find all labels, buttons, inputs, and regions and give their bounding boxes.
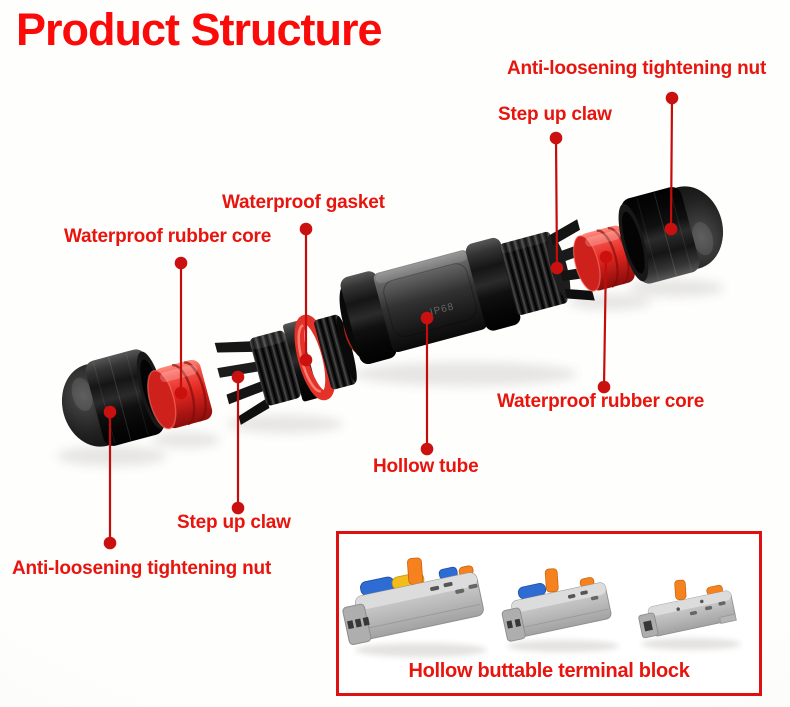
terminal-box-caption: Hollow buttable terminal block — [408, 660, 690, 682]
label-core-right: Waterproof rubber core — [497, 391, 705, 412]
callout-claw-bottom — [231, 370, 245, 515]
terminal-block-1way — [638, 579, 737, 639]
terminal-block-box: Hollow buttable terminal block — [336, 531, 762, 696]
callout-tube — [420, 311, 434, 456]
label-gasket: Waterproof gasket — [222, 192, 385, 213]
label-claw-top: Step up claw — [498, 104, 612, 125]
callout-core-right — [597, 250, 613, 394]
label-core-left: Waterproof rubber core — [64, 226, 272, 247]
callout-claw-top — [549, 131, 564, 275]
terminal-block-3way — [342, 557, 484, 645]
callout-core-left — [174, 256, 188, 400]
callout-gasket — [299, 222, 313, 367]
page-title: Product Structure — [16, 4, 383, 55]
hollow-tube-part: IP68 — [339, 219, 595, 365]
callout-nut-bottom — [103, 405, 117, 550]
label-tube: Hollow tube — [373, 456, 479, 477]
terminal-block-2way — [501, 568, 612, 642]
label-nut-top: Anti-loosening tightening nut — [507, 58, 767, 79]
label-claw-bottom: Step up claw — [177, 512, 291, 533]
label-nut-bottom: Anti-loosening tightening nut — [12, 558, 272, 579]
callout-nut-top — [664, 91, 679, 236]
terminal-blocks-photo — [342, 557, 741, 657]
left-step-up-claw — [214, 314, 357, 425]
